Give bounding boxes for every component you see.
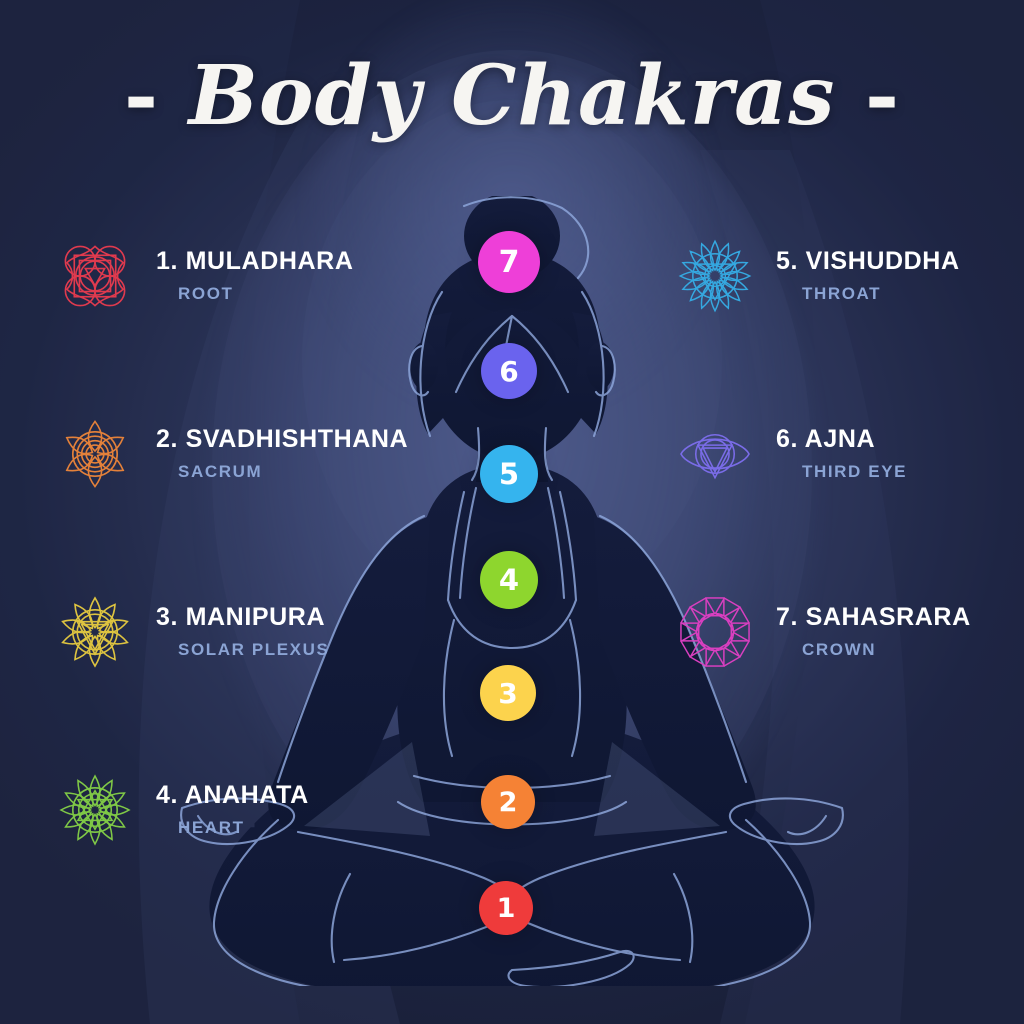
legend-item-svadhishthana[interactable]: 2. SVADHISHTHANA SACRUM bbox=[58, 406, 438, 502]
chakra-badge-ajna[interactable]: 6 bbox=[481, 343, 537, 399]
chakra-sub-sahasrara: CROWN bbox=[802, 639, 877, 659]
legend-right-column: 5. VISHUDDHA THROAT 6. AJNA THIRD EYE bbox=[678, 228, 1018, 680]
chakra-sub-muladhara: ROOT bbox=[178, 283, 234, 303]
chakra-sub-manipura: SOLAR PLEXUS bbox=[178, 639, 330, 659]
legend-item-manipura[interactable]: 3. MANIPURA SOLAR PLEXUS bbox=[58, 584, 438, 680]
anahata-mandala-icon bbox=[59, 774, 131, 846]
chakra-badge-number: 7 bbox=[498, 244, 520, 280]
legend-text-sahasrara: 7. SAHASRARA CROWN bbox=[770, 604, 971, 659]
legend-item-ajna[interactable]: 6. AJNA THIRD EYE bbox=[678, 406, 1018, 502]
title-dash-left: - bbox=[123, 48, 159, 144]
chakra-badge-vishuddha[interactable]: 5 bbox=[480, 445, 538, 503]
legend-item-anahata[interactable]: 4. ANAHATA HEART bbox=[58, 762, 438, 858]
manipura-mandala-icon bbox=[61, 596, 129, 668]
chakra-badge-number: 2 bbox=[498, 786, 518, 818]
vishuddha-mandala-icon bbox=[678, 239, 752, 313]
legend-text-muladhara: 1. MULADHARA ROOT bbox=[150, 248, 353, 303]
legend-text-ajna: 6. AJNA THIRD EYE bbox=[770, 426, 907, 481]
chakra-sub-ajna: THIRD EYE bbox=[802, 461, 908, 481]
title-text: Body Chakras bbox=[188, 48, 836, 144]
legend-item-vishuddha[interactable]: 5. VISHUDDHA THROAT bbox=[678, 228, 1018, 324]
muladhara-mandala-icon bbox=[64, 245, 126, 307]
chakra-name-vishuddha: 5. VISHUDDHA bbox=[776, 247, 960, 276]
chakra-sub-vishuddha: THROAT bbox=[802, 283, 882, 303]
chakra-name-sahasrara: 7. SAHASRARA bbox=[776, 603, 971, 632]
chakra-name-ajna: 6. AJNA bbox=[776, 425, 876, 454]
chakra-badge-number: 1 bbox=[496, 892, 516, 924]
sahasrara-mandala-icon bbox=[680, 597, 750, 667]
chakra-badge-anahata[interactable]: 4 bbox=[480, 551, 538, 609]
chakra-badge-muladhara[interactable]: 1 bbox=[479, 881, 533, 935]
chakra-badge-sahasrara[interactable]: 7 bbox=[478, 231, 540, 293]
chakra-badge-number: 4 bbox=[498, 563, 520, 597]
chakra-sub-anahata: HEART bbox=[178, 817, 245, 837]
chakra-badge-svadhishthana[interactable]: 2 bbox=[481, 775, 535, 829]
chakra-badge-number: 3 bbox=[498, 676, 518, 710]
svadhishthana-mandala-icon bbox=[65, 420, 125, 488]
page-title: - Body Chakras - bbox=[0, 48, 1024, 144]
ajna-mandala-icon bbox=[680, 433, 750, 480]
chakra-name-manipura: 3. MANIPURA bbox=[156, 603, 326, 632]
legend-item-sahasrara[interactable]: 7. SAHASRARA CROWN bbox=[678, 584, 1018, 680]
chakra-badge-number: 5 bbox=[498, 457, 520, 491]
legend-text-manipura: 3. MANIPURA SOLAR PLEXUS bbox=[150, 604, 329, 659]
legend-text-vishuddha: 5. VISHUDDHA THROAT bbox=[770, 248, 960, 303]
legend-left-column: 1. MULADHARA ROOT bbox=[58, 228, 438, 858]
chakra-name-svadhishthana: 2. SVADHISHTHANA bbox=[156, 425, 409, 454]
chakra-badge-number: 6 bbox=[499, 354, 519, 388]
title-dash-right: - bbox=[864, 48, 901, 144]
legend-item-muladhara[interactable]: 1. MULADHARA ROOT bbox=[58, 228, 438, 324]
chakra-badge-manipura[interactable]: 3 bbox=[480, 665, 536, 721]
chakra-sub-svadhishthana: SACRUM bbox=[178, 461, 263, 481]
chakra-name-anahata: 4. ANAHATA bbox=[156, 781, 309, 810]
chakra-name-muladhara: 1. MULADHARA bbox=[156, 247, 354, 276]
legend-text-anahata: 4. ANAHATA HEART bbox=[150, 782, 309, 837]
legend-text-svadhishthana: 2. SVADHISHTHANA SACRUM bbox=[150, 426, 408, 481]
meditating-figure bbox=[180, 196, 844, 986]
